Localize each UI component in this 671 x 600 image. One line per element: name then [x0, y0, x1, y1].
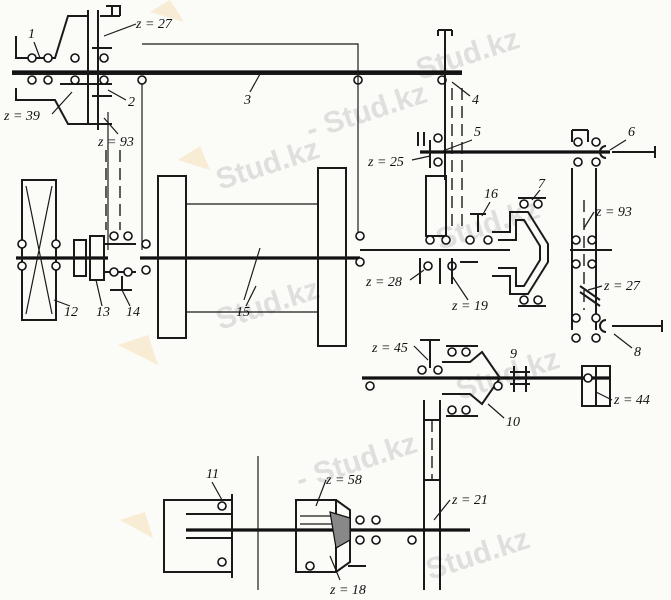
leader-lines [33, 23, 633, 581]
label-z28: z = 28 [365, 275, 402, 290]
shaft-9-10 [362, 339, 611, 417]
label-part-13: 13 [96, 305, 110, 320]
label-z27-right: z = 27 [603, 279, 641, 294]
label-z27-top: z = 27 [135, 17, 173, 32]
gear-train-right [571, 168, 663, 343]
label-part-2: 2 [128, 95, 135, 110]
watermark-text: Stud.kz [212, 272, 324, 336]
watermark-text: Stud.kz [412, 22, 524, 86]
gear-block-16 [355, 213, 493, 284]
clutch-housing-7 [492, 197, 549, 307]
main-shaft [16, 249, 612, 260]
label-part-11: 11 [206, 467, 219, 482]
label-part-12: 12 [64, 305, 78, 320]
clutch-block-1 [15, 5, 143, 250]
label-part-3: 3 [243, 93, 251, 108]
label-z18: z = 18 [329, 583, 366, 598]
label-part-4: 4 [472, 93, 479, 108]
watermark-text: - Stud.kz [302, 77, 431, 147]
watermark-layer: Stud.kz - Stud.kz Stud.kz Stud.kz Stud.k… [118, 0, 564, 587]
label-part-8: 8 [634, 345, 641, 360]
coupling-13 [73, 231, 151, 291]
bearing-row-top [27, 53, 447, 85]
label-part-16: 16 [484, 187, 498, 202]
label-z45: z = 45 [371, 341, 408, 356]
label-z93-right: z = 93 [595, 205, 632, 220]
label-part-6: 6 [628, 125, 635, 140]
watermark-text: Stud.kz [422, 522, 534, 586]
label-z39: z = 39 [3, 109, 40, 124]
shaft-5 [417, 129, 656, 237]
watermark-text: Stud.kz [212, 132, 324, 196]
label-part-9: 9 [510, 347, 517, 362]
watermark-logo-icon [118, 0, 210, 538]
label-z25: z = 25 [367, 155, 404, 170]
drum-15 [157, 167, 347, 347]
part-number-labels: 1 2 3 4 5 6 7 8 9 10 11 12 13 14 15 16 [28, 27, 641, 482]
label-part-14: 14 [126, 305, 140, 320]
label-part-5: 5 [474, 125, 481, 140]
label-z44: z = 44 [613, 393, 650, 408]
gear-tooth-labels: z = 27 z = 39 z = 93 z = 25 z = 93 z = 2… [3, 17, 650, 598]
shaft-3 [12, 70, 462, 75]
label-part-7: 7 [538, 177, 546, 192]
lower-transmission [423, 400, 441, 590]
label-z58: z = 58 [325, 473, 362, 488]
label-part-15: 15 [236, 305, 250, 320]
label-z21: z = 21 [451, 493, 488, 508]
label-z19: z = 19 [451, 299, 488, 314]
label-part-1: 1 [28, 27, 35, 42]
linkage-top [142, 29, 463, 240]
bottom-mechanism [163, 456, 470, 590]
motor-12 [17, 179, 61, 321]
label-part-10: 10 [506, 415, 520, 430]
label-z93-left: z = 93 [97, 135, 134, 150]
